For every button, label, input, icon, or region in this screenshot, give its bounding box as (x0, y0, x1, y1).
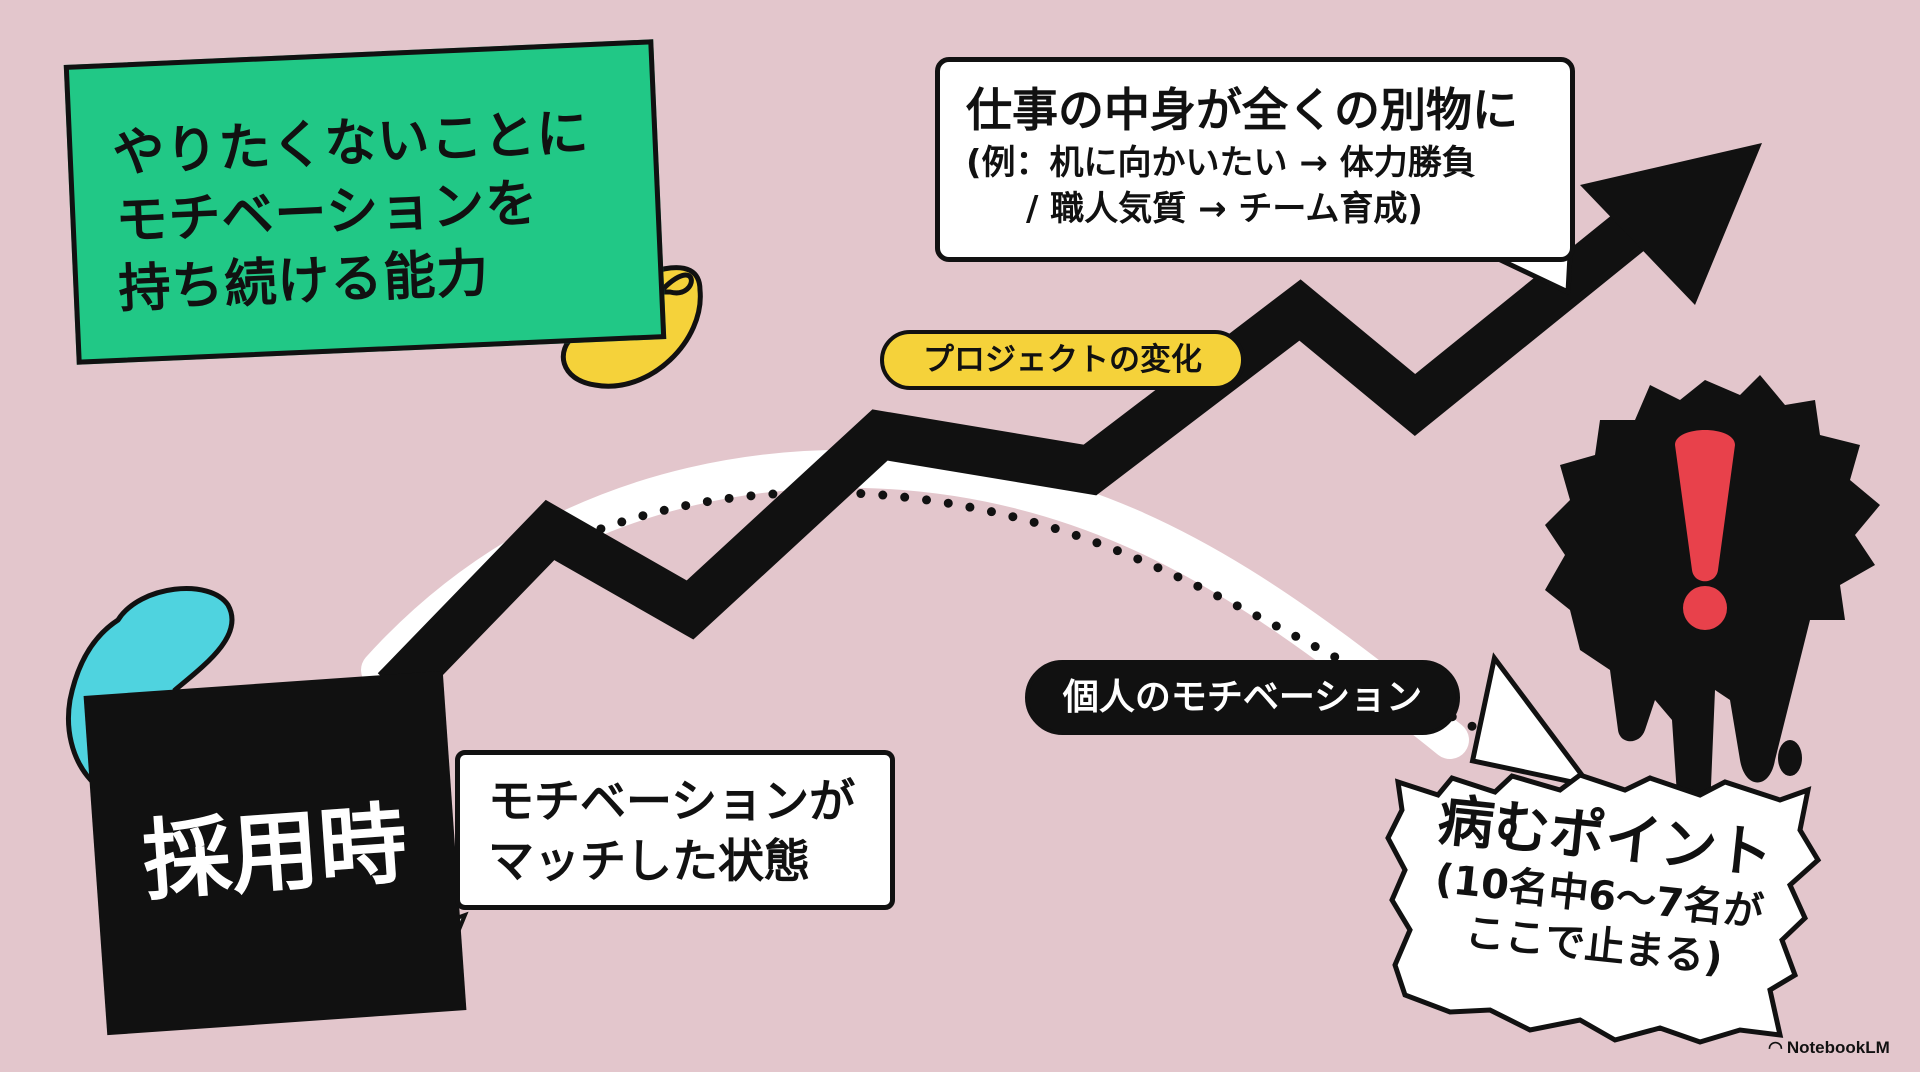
work-change-example-2: / 職人気質 → チーム育成) (1026, 189, 1423, 229)
branding-text: NotebookLM (1786, 1038, 1890, 1057)
exclamation-dot (1683, 586, 1727, 630)
project-change-arrow-head (1580, 143, 1762, 305)
personal-motivation-arrow-head (1469, 652, 1596, 790)
personal-motivation-label: 個人のモチベーション (1025, 660, 1460, 735)
notebooklm-branding: ◠NotebookLM (1768, 1038, 1890, 1058)
work-change-title: 仕事の中身が全くの別物に (966, 83, 1518, 137)
hiring-state-line-1: モチベーションが (488, 774, 856, 828)
motivation-ability-card: やりたくないことに モチベーションを 持ち続ける能力 (63, 39, 667, 365)
work-change-example-1: (例：机に向かいたい → 体力勝負 (966, 143, 1476, 183)
hiring-state-bubble: モチベーションが マッチした状態 (455, 750, 895, 910)
hiring-label: 採用時 (83, 670, 467, 1036)
project-change-zigzag-arrow (377, 196, 1666, 707)
work-change-bubble: 仕事の中身が全くの別物に (例：机に向かいたい → 体力勝負 / 職人気質 → … (935, 57, 1575, 262)
project-change-label: プロジェクトの変化 (880, 330, 1245, 390)
splat-drip-drop (1778, 740, 1802, 776)
notebooklm-logo-icon: ◠ (1768, 1038, 1783, 1057)
torn-paper-card (1385, 772, 1822, 1045)
exclamation-icon (1675, 430, 1735, 582)
hiring-state-line-2: マッチした状態 (488, 834, 810, 888)
